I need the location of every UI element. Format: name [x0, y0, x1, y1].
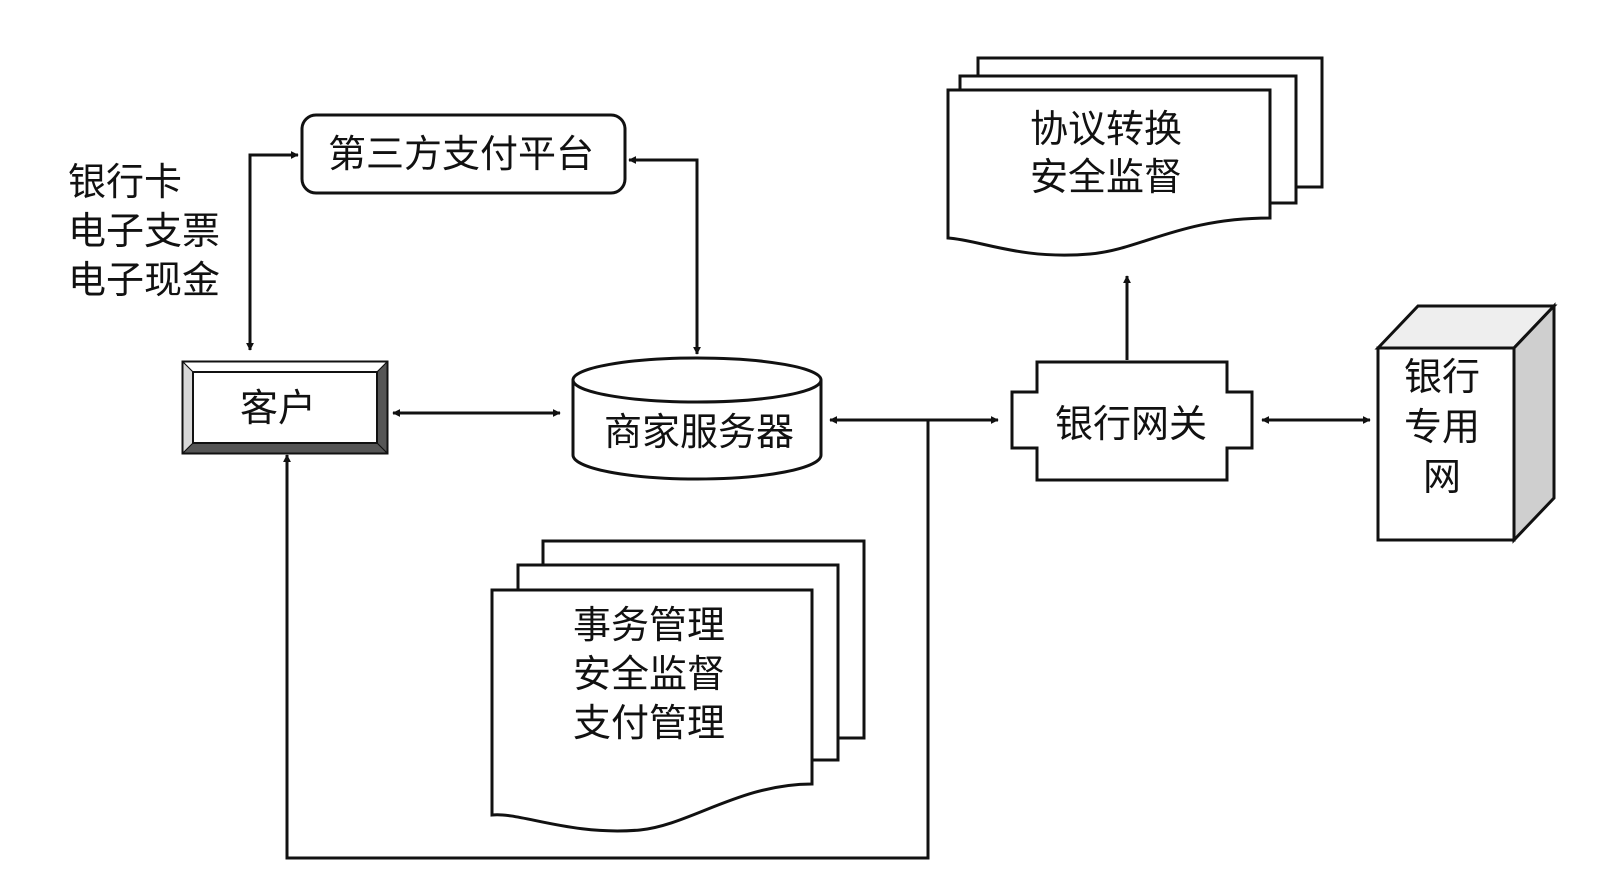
merchant-doc-line-1: 事务管理 — [573, 603, 726, 647]
merchant-doc-text: 事务管理 安全监督 支付管理 — [573, 606, 725, 742]
merchant-doc-line-2: 安全监督 — [573, 652, 726, 696]
gateway-doc-line-2: 安全监督 — [1030, 155, 1183, 199]
third-party-platform-label: 第三方支付平台 — [328, 132, 595, 176]
merchant-doc-line-3: 支付管理 — [573, 701, 726, 745]
bank-gateway-label: 银行网关 — [1055, 402, 1208, 446]
customer-label: 客户 — [240, 386, 317, 430]
connector-customer-thirdparty — [246, 151, 299, 351]
payment-method-e-cash: 电子现金 — [68, 258, 221, 302]
bank-network-box — [1374, 302, 1558, 544]
bank-network-line-3: 网 — [1423, 455, 1462, 499]
connector-return-customer — [283, 420, 930, 860]
gateway-doc-line-1: 协议转换 — [1030, 107, 1183, 151]
payment-methods-list: 银行卡 电子支票 电子现金 — [68, 163, 220, 299]
payment-method-bank-card: 银行卡 — [68, 160, 183, 204]
bank-network-label: 银行 专用 网 — [1404, 358, 1480, 496]
customer-box — [181, 360, 389, 455]
bank-network-line-2: 专用 — [1404, 405, 1481, 449]
bank-network-line-1: 银行 — [1404, 355, 1481, 399]
connector-thirdparty-merchant — [628, 156, 701, 355]
third-party-platform-box — [300, 113, 627, 195]
gateway-document-stack — [946, 56, 1324, 257]
merchant-document-stack — [490, 539, 866, 833]
bank-gateway-box — [1010, 360, 1254, 482]
gateway-doc-text: 协议转换 安全监督 — [1030, 110, 1182, 196]
payment-method-e-check: 电子支票 — [68, 209, 221, 253]
merchant-server-label: 商家服务器 — [604, 410, 795, 454]
merchant-server-cylinder — [571, 356, 823, 481]
